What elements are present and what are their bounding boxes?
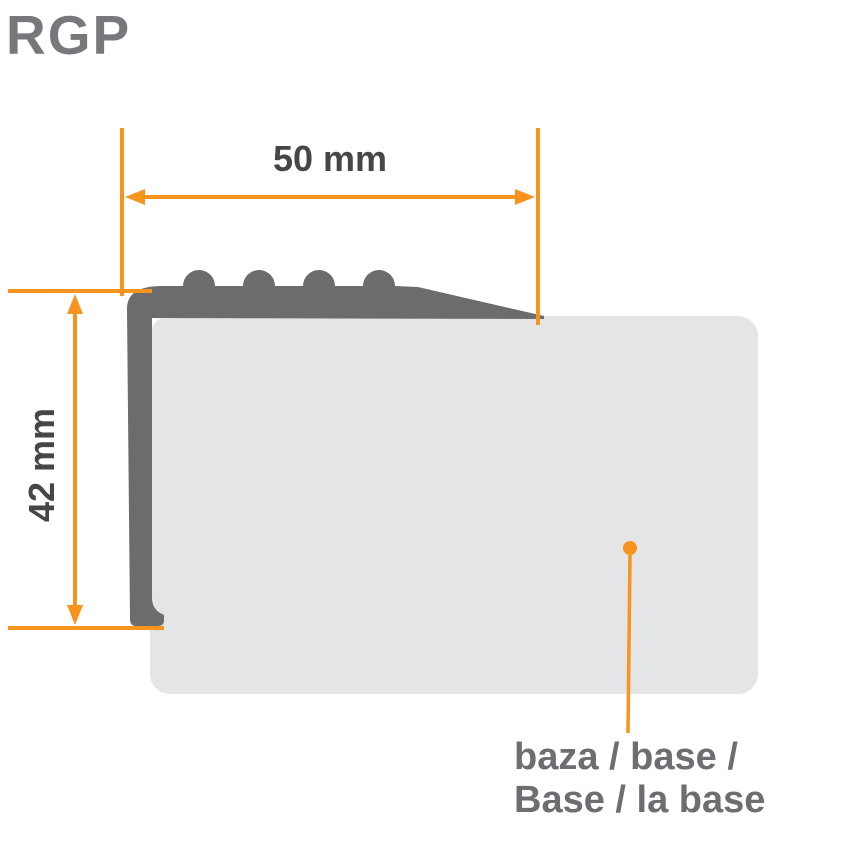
page-title: RGP bbox=[6, 4, 132, 66]
width-arrowhead-right bbox=[515, 189, 535, 205]
callout-label-line2: Base / la base bbox=[514, 779, 766, 821]
callout-label-line1: baza / base / bbox=[514, 736, 738, 778]
width-arrowhead-left bbox=[125, 189, 145, 205]
profile-top-shape bbox=[126, 270, 545, 626]
profile-base-shape bbox=[150, 316, 758, 694]
height-dimension-label: 42 mm bbox=[21, 407, 62, 523]
height-arrowhead-top bbox=[67, 294, 83, 314]
width-dimension-label: 50 mm bbox=[272, 138, 388, 179]
callout-dot bbox=[623, 541, 637, 555]
callout-line bbox=[626, 554, 632, 734]
height-arrowhead-bottom bbox=[67, 605, 83, 625]
callout-label: baza / base / Base / la base bbox=[514, 736, 765, 822]
